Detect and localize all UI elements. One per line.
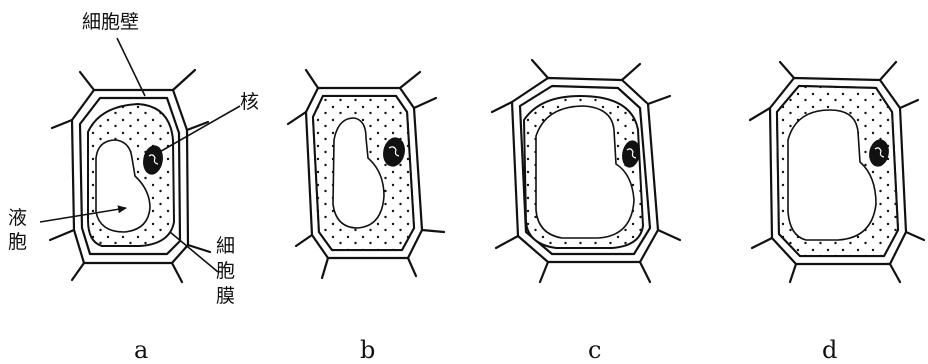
label-cell-wall: 細胞壁 — [82, 11, 139, 33]
cell-d — [750, 62, 924, 282]
caption-a: a — [134, 336, 148, 364]
label-nucleus: 核 — [240, 91, 259, 113]
caption-c: c — [588, 336, 601, 364]
cell-b — [288, 70, 444, 278]
cell-c — [492, 60, 680, 282]
label-cell-membrane-1: 細 — [216, 235, 235, 257]
cell-wall-pointer — [117, 38, 145, 96]
label-cell-membrane-3: 膜 — [216, 285, 235, 307]
caption-b: b — [360, 336, 375, 364]
label-vacuole-1: 液 — [8, 207, 27, 229]
caption-d: d — [822, 336, 837, 364]
cell-a — [50, 70, 210, 282]
label-vacuole-2: 胞 — [8, 231, 27, 253]
label-cell-membrane-2: 胞 — [216, 260, 235, 282]
